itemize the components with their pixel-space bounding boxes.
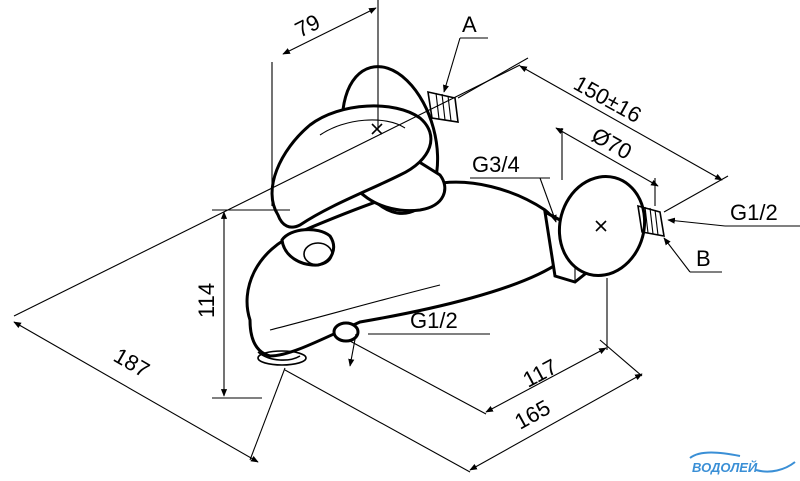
vodoley-logo: ВОДОЛЕЙ (689, 451, 796, 475)
callout-g12-right: G1/2 (667, 200, 800, 227)
callout-b-label: B (696, 246, 711, 271)
callout-g34: G3/4 (470, 152, 557, 223)
callout-g34-label: G3/4 (472, 152, 520, 177)
faucet-body (245, 65, 665, 366)
bottom-outlet (332, 321, 360, 343)
dim-70-label: Ø70 (588, 123, 636, 165)
callout-g12-bottom-label: G1/2 (410, 308, 458, 333)
left-thread (427, 90, 459, 123)
dim-150-label: 150±16 (570, 71, 646, 128)
callout-a: A (443, 12, 488, 93)
callout-b: B (663, 237, 722, 273)
dim-79-label: 79 (291, 9, 324, 42)
dim-165-label: 165 (510, 395, 554, 435)
dim-165: 165 (284, 339, 643, 473)
right-thread (637, 204, 665, 237)
dim-187-label: 187 (110, 343, 154, 383)
logo-text: ВОДОЛЕЙ (692, 459, 758, 475)
dim-117-label: 117 (519, 354, 562, 393)
callout-g12-right-label: G1/2 (730, 200, 778, 225)
callout-g12-bottom: G1/2 (348, 308, 490, 367)
lever-handle (270, 104, 433, 229)
callout-a-label: A (462, 12, 477, 37)
dim-114-label: 114 (194, 283, 219, 318)
